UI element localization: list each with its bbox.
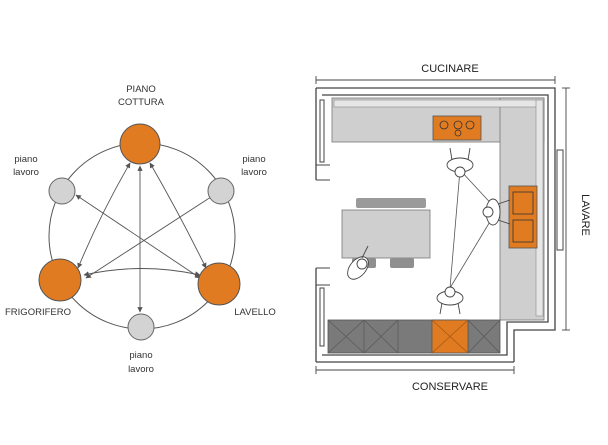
sink-label: LAVELLO <box>234 307 276 318</box>
sink <box>508 185 538 249</box>
sink-node <box>197 262 241 306</box>
person-table <box>347 245 369 280</box>
dining-table <box>341 198 431 268</box>
fridge-node <box>38 258 82 302</box>
worktop-right-node <box>207 177 235 205</box>
worktop-bottom-label-1: piano <box>129 350 152 361</box>
plan-label-store: CONSERVARE <box>412 381 488 393</box>
cooktop-label-1: PIANO <box>126 84 156 95</box>
dimension-lines <box>315 76 570 374</box>
cooktop <box>432 115 482 141</box>
worktop-left-label-1: piano <box>14 154 37 165</box>
plan-triangle <box>449 169 498 289</box>
work-triangle-diagram: PIANO COTTURA piano lavoro piano lavoro … <box>5 84 276 375</box>
worktop-left-label-2: lavoro <box>13 167 39 178</box>
plan-label-cook: CUCINARE <box>421 63 478 75</box>
openings <box>316 99 564 347</box>
worktop-right-label-1: piano <box>242 154 265 165</box>
worktop-bottom-node <box>127 313 155 341</box>
pantry-row <box>327 319 501 354</box>
kitchen-floor-plan: CUCINARE LAVARE CONSERVARE <box>315 63 591 393</box>
person-cooktop <box>446 147 474 178</box>
cooktop-label-2: COTTURA <box>118 97 165 108</box>
cooktop-node <box>119 123 161 165</box>
worktop-right-label-2: lavoro <box>241 167 267 178</box>
person-sink <box>482 198 511 226</box>
person-fridge <box>436 286 464 315</box>
worktop-left-node <box>48 177 76 205</box>
triangle-arrows <box>75 162 215 313</box>
plan-label-wash: LAVARE <box>579 194 591 236</box>
worktop-bottom-label-2: lavoro <box>128 364 154 375</box>
fridge-label: FRIGORIFERO <box>5 307 71 318</box>
